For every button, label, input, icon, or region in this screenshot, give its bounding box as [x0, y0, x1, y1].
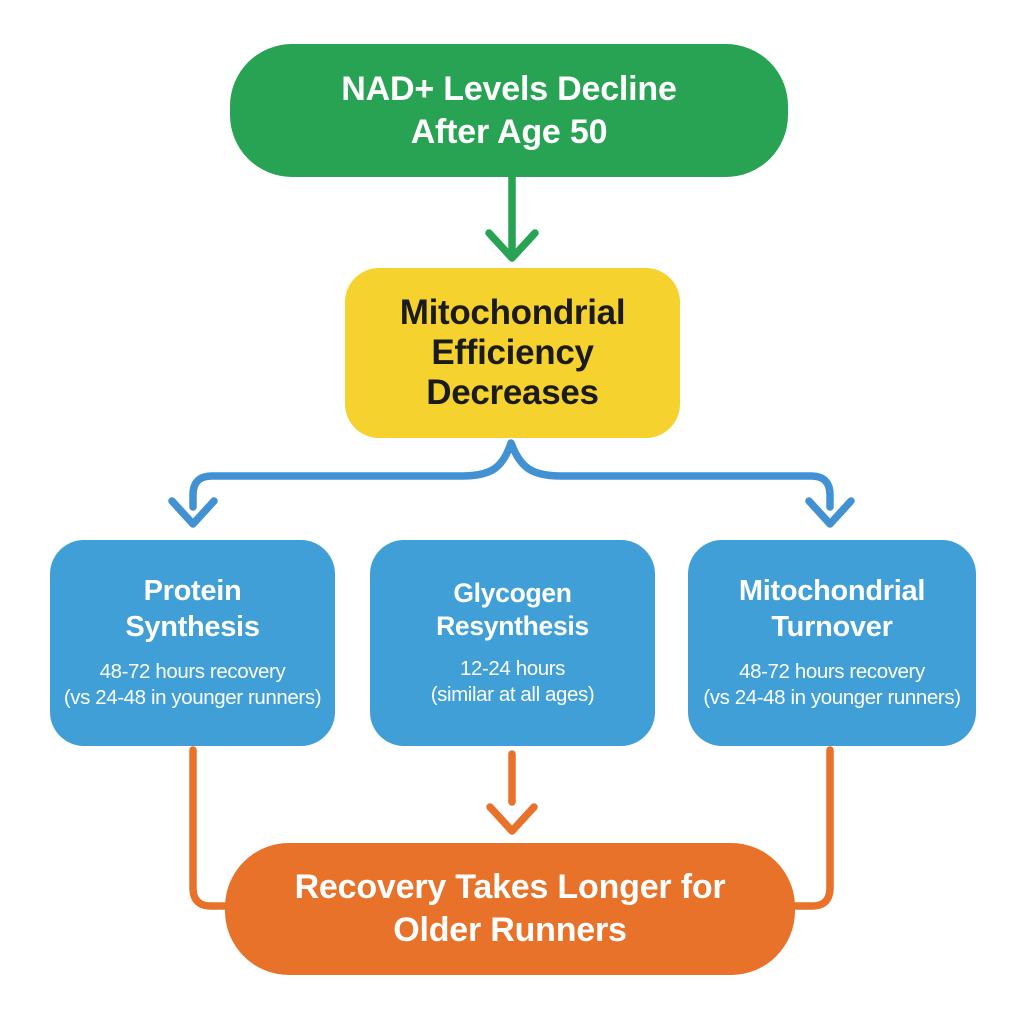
node-mitochondrial-efficiency: Mitochondrial Efficiency Decreases — [345, 268, 680, 438]
node-protein-synthesis: Protein Synthesis 48-72 hours recovery (… — [50, 540, 335, 746]
node-mitochondrial-turnover-title: Mitochondrial Turnover — [738, 574, 926, 643]
connector-efficiency-branch — [168, 439, 855, 528]
arrow-nad-to-efficiency — [485, 172, 539, 262]
node-glycogen-resynthesis: Glycogen Resynthesis 12-24 hours (simila… — [370, 540, 655, 746]
node-recovery-takes-longer: Recovery Takes Longer for Older Runners — [225, 843, 795, 975]
connector-turnover-to-recovery — [790, 746, 834, 910]
node-glycogen-resynthesis-detail: 12-24 hours (similar at all ages) — [430, 656, 595, 707]
node-mitochondrial-turnover: Mitochondrial Turnover 48-72 hours recov… — [688, 540, 976, 746]
connector-protein-to-recovery — [189, 746, 233, 910]
node-mitochondrial-turnover-detail: 48-72 hours recovery (vs 24-48 in younge… — [703, 659, 961, 710]
node-protein-synthesis-detail: 48-72 hours recovery (vs 24-48 in younge… — [63, 659, 322, 710]
node-nad-decline-label: NAD+ Levels Decline After Age 50 — [341, 69, 677, 151]
node-protein-synthesis-title: Protein Synthesis — [125, 574, 260, 643]
node-glycogen-resynthesis-title: Glycogen Resynthesis — [436, 578, 589, 641]
arrow-glycogen-to-recovery — [486, 750, 538, 835]
node-nad-decline: NAD+ Levels Decline After Age 50 — [230, 44, 788, 177]
node-recovery-takes-longer-label: Recovery Takes Longer for Older Runners — [294, 868, 726, 949]
node-mitochondrial-efficiency-label: Mitochondrial Efficiency Decreases — [399, 293, 626, 412]
